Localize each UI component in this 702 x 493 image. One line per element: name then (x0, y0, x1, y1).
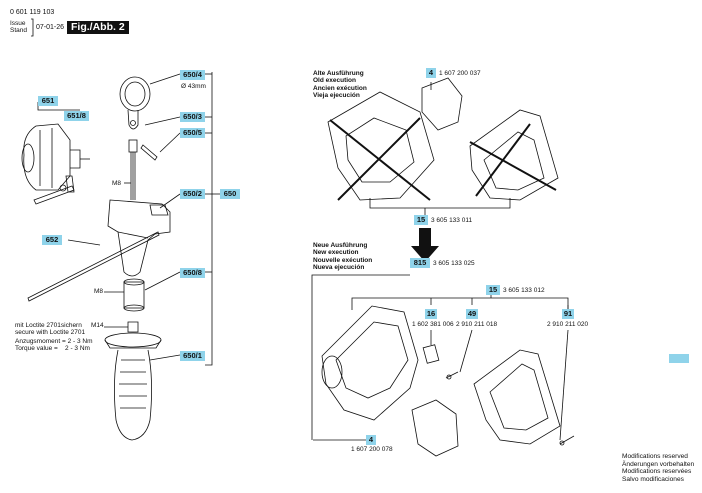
new-execution-label: Neue Ausführung New execution Nouvelle e… (313, 242, 373, 272)
callout-old-15: 15 (414, 215, 428, 225)
old-execution-label: Alte Ausführung Old execution Ancien exé… (313, 70, 367, 100)
callout-651: 651 (38, 96, 58, 106)
callout-old-4: 4 (426, 68, 436, 78)
old-switch-part (421, 77, 463, 131)
old-housing-left (327, 91, 435, 201)
loctite-note: mit Loctite 2701sichern secure with Loct… (15, 322, 86, 337)
callout-new-91: 91 (562, 309, 574, 319)
new-part15-code: 3 605 133 012 (503, 287, 545, 294)
new-part91-code: 2 910 211 020 (547, 321, 589, 328)
callout-650-5: 650/5 (180, 128, 205, 138)
callout-new-15: 15 (486, 285, 500, 295)
down-arrow (411, 228, 439, 262)
diameter-label: Ø 43mm (181, 83, 206, 90)
callout-650-4: 650/4 (180, 70, 205, 80)
old-part15-code: 3 605 133 011 (431, 217, 473, 224)
callout-new-815: 815 (410, 258, 430, 268)
issue-date: 07-01-26 (36, 24, 65, 31)
m14-label: M14 (91, 322, 104, 329)
old-part4-code: 1 607 200 037 (439, 70, 481, 77)
callout-651-8: 651/8 (64, 111, 89, 121)
new-part4-code: 1 607 200 078 (351, 446, 393, 453)
new-part16-code: 1 602 381 006 (412, 321, 454, 328)
new-handle-right (473, 349, 561, 445)
issue-label: Issue Stand (10, 20, 27, 35)
callout-650-3: 650/3 (180, 112, 205, 122)
callout-650-1: 650/1 (180, 351, 205, 361)
issue-bracket (31, 18, 34, 37)
new-part49-code: 2 910 211 018 (456, 321, 498, 328)
torque-note: Anzugsmoment = 2 - 3 Nm Torque value = 2… (15, 338, 93, 353)
new-part815-code: 3 605 133 025 (433, 260, 475, 267)
callout-new-4: 4 (366, 435, 376, 445)
figure-label: Fig./Abb. 2 (67, 21, 129, 34)
doc-number: 0 601 119 103 (10, 9, 55, 16)
callout-new-16: 16 (425, 309, 437, 319)
color-swatch (669, 354, 689, 363)
callout-new-49: 49 (466, 309, 478, 319)
m8-lower-label: M8 (94, 288, 104, 295)
callout-650-8: 650/8 (180, 268, 205, 278)
group-650-bracket (205, 72, 213, 366)
new-housing-left (321, 305, 419, 421)
old-housing-right (469, 109, 559, 201)
new-switch-part (411, 399, 459, 457)
callout-650-2: 650/2 (180, 189, 205, 199)
modifications-note: Modifications reserved Änderungen vorbeh… (622, 453, 695, 483)
callout-652: 652 (42, 235, 62, 245)
callout-650: 650 (220, 189, 240, 199)
m8-upper-label: M8 (112, 180, 122, 187)
